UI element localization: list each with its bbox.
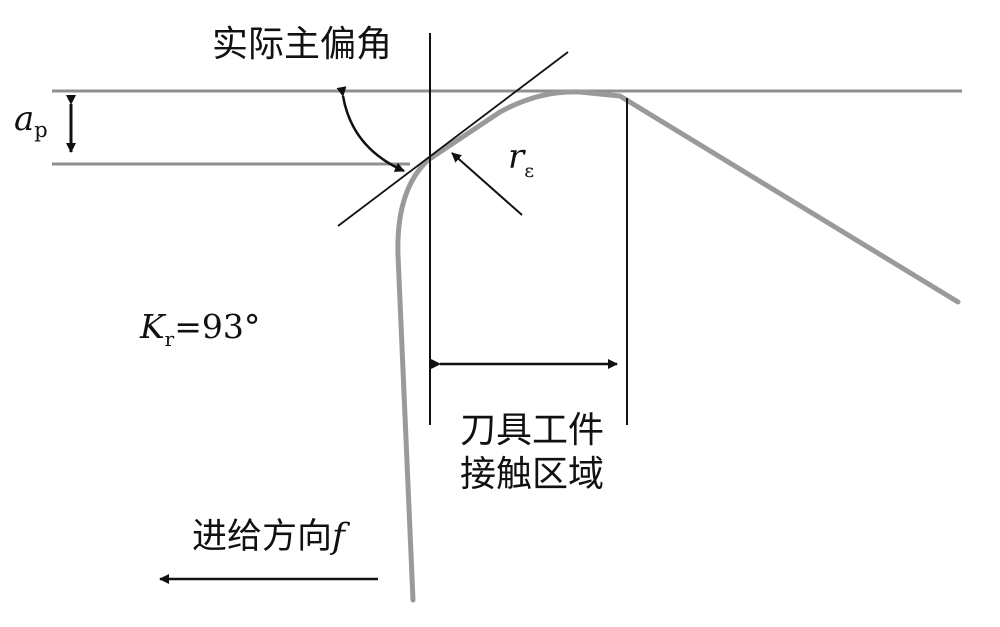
lead-angle-value-label: Kr=93° [139, 307, 260, 351]
nose-radius-subscript: ε [524, 160, 534, 182]
depth-subscript: p [34, 118, 47, 142]
lead-angle-subscript: r [165, 327, 175, 351]
feed-direction-label: 进给方向f [192, 517, 351, 557]
depth-symbol: a [14, 99, 34, 139]
lead-angle-symbol: K [139, 307, 167, 346]
lead-angle-arc-arrow [336, 86, 405, 173]
lead-angle-value: =93° [174, 307, 260, 346]
nose-radius-pointer [451, 152, 523, 216]
feed-direction-symbol: f [329, 517, 351, 557]
nose-radius-symbol: r [508, 137, 526, 177]
contact-zone-label-line2: 接触区域 [460, 454, 604, 495]
lead-angle-tangent-line [337, 51, 569, 227]
tool-nose-profile [395, 89, 961, 603]
feed-direction-text: 进给方向 [192, 517, 332, 557]
contact-zone-label-line1: 刀具工件 [460, 410, 604, 451]
nose-radius-label: rε [508, 137, 534, 182]
depth-of-cut-label: ap [14, 99, 48, 142]
actual-lead-angle-label: 实际主偏角 [212, 24, 392, 65]
